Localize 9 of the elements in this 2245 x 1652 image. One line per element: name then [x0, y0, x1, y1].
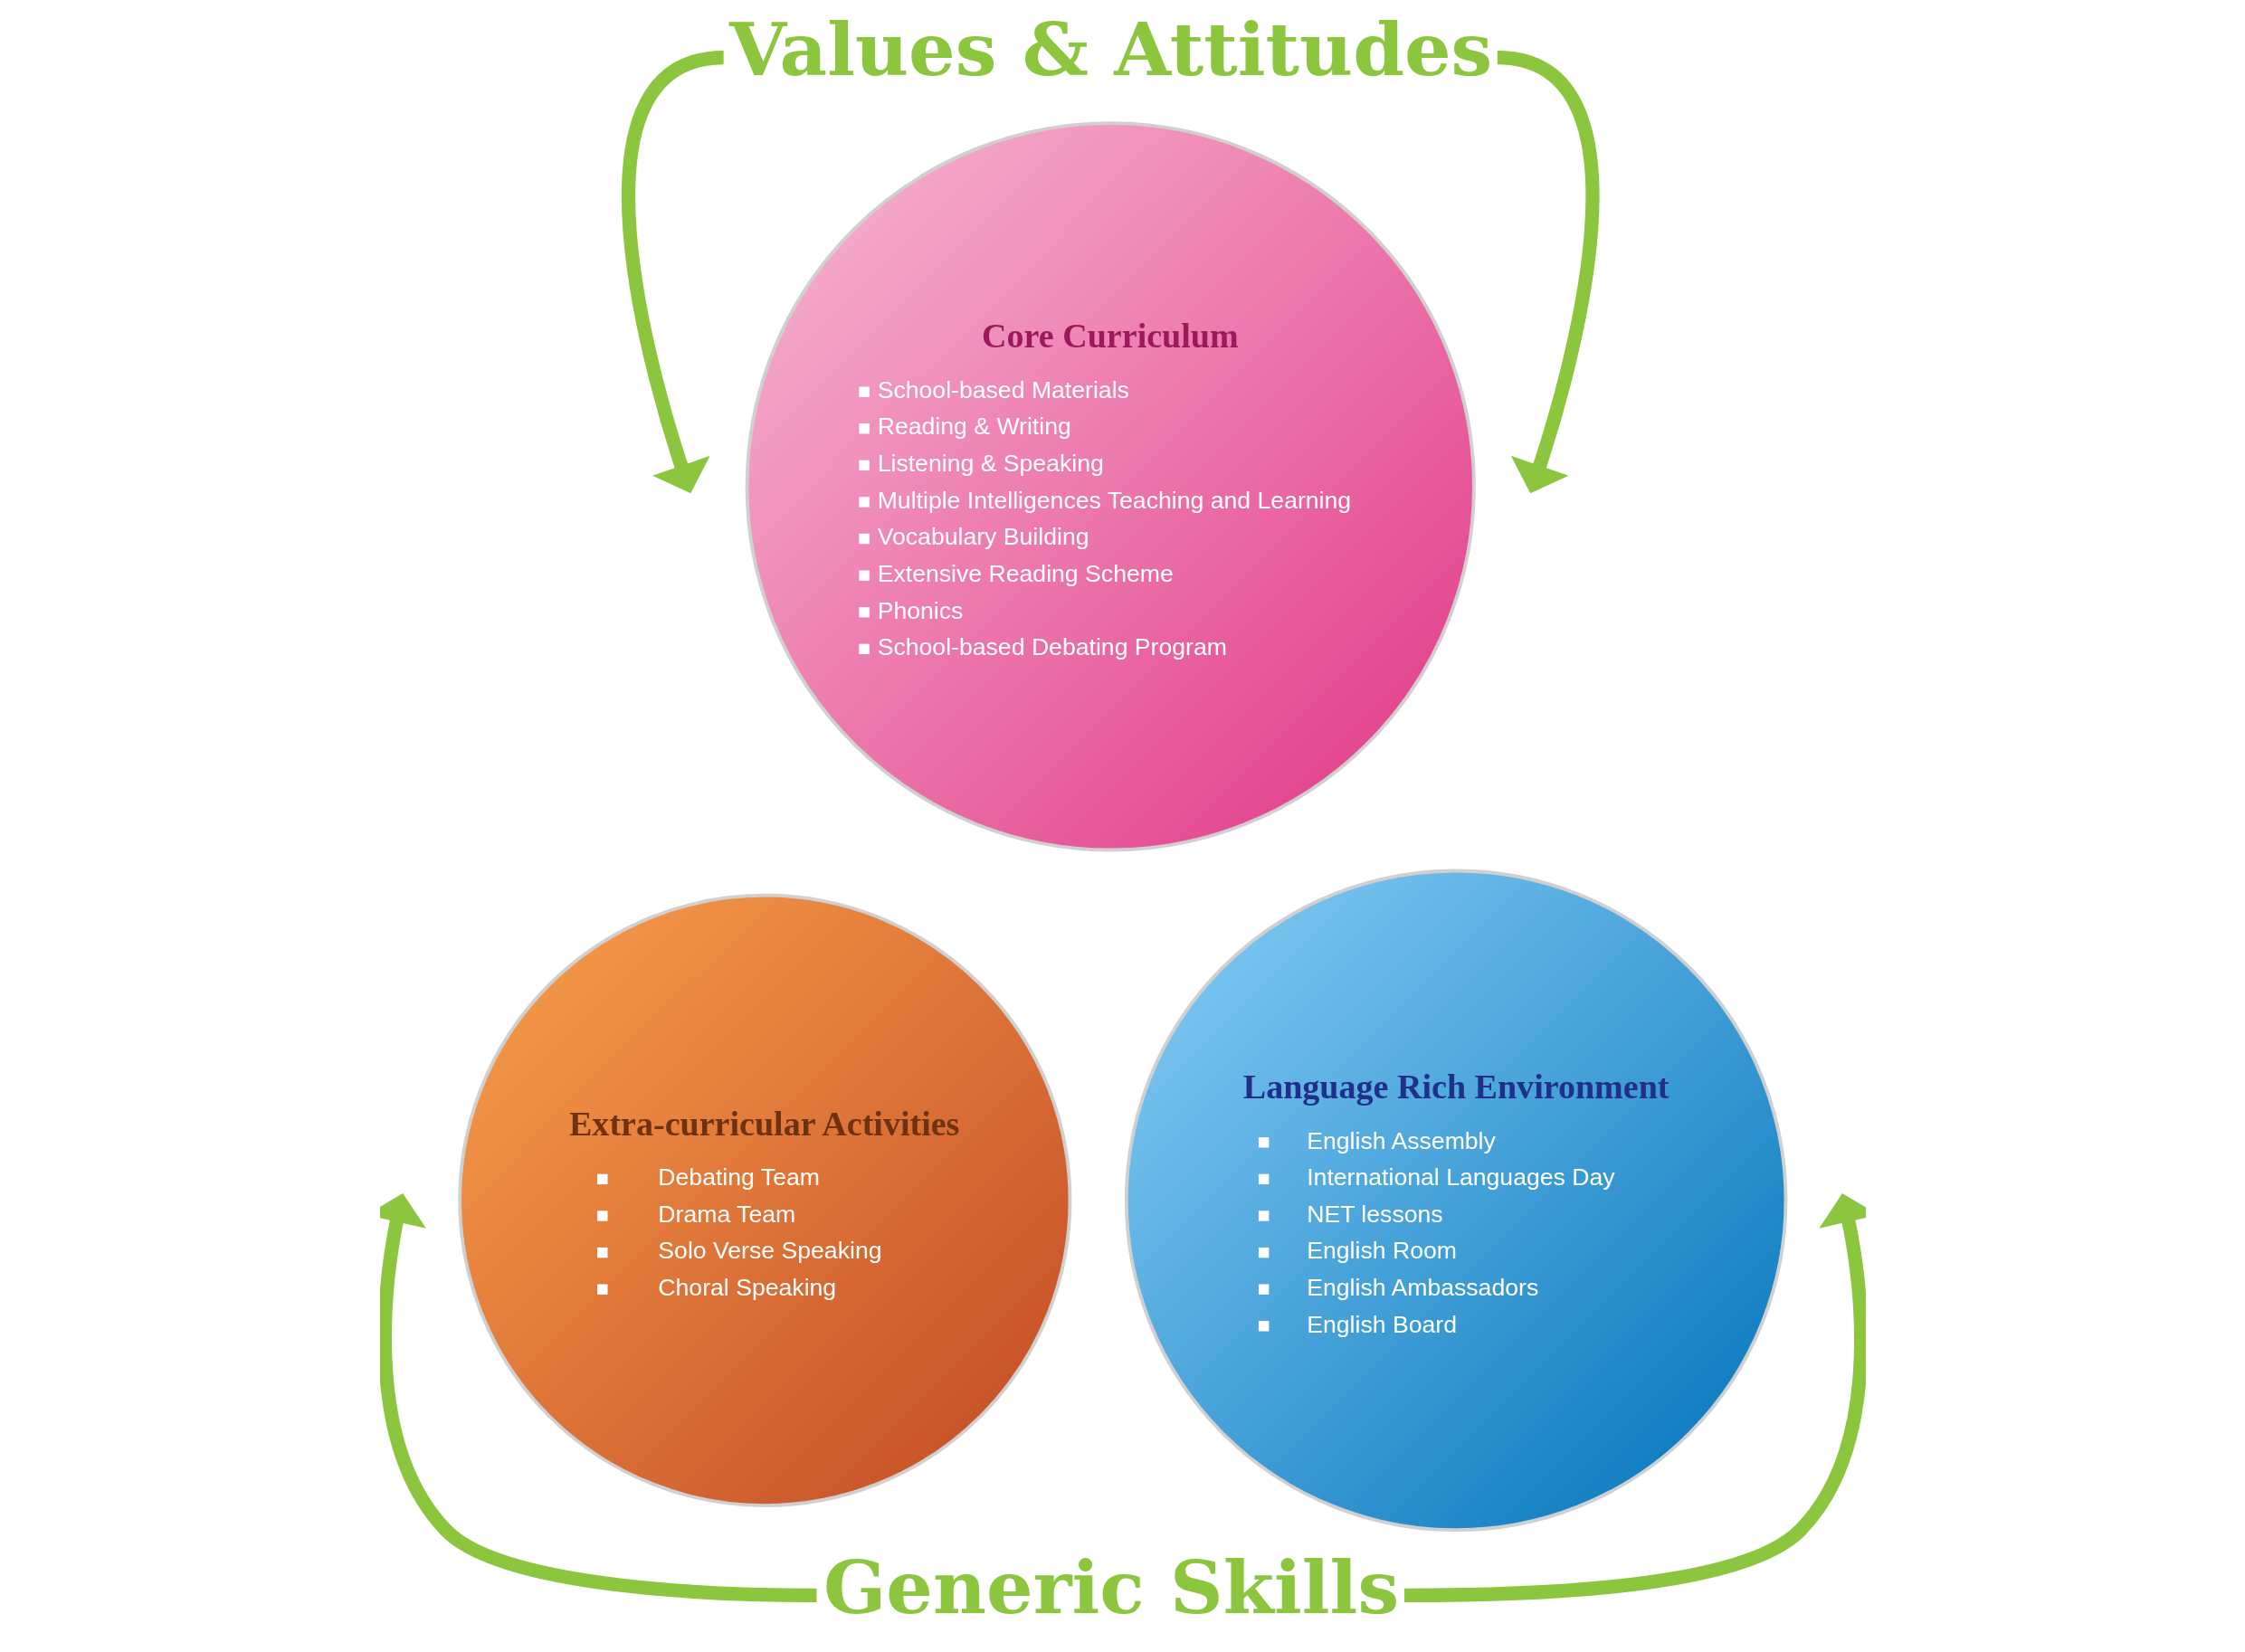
arrow — [621, 50, 725, 493]
arrow — [379, 1192, 816, 1602]
arrow — [1495, 50, 1599, 493]
node-circle: Extra-curricular Activities Debating Team Drama Team Solo Verse Speaking Choral Speaking — [457, 893, 1071, 1507]
node-text: Values & Attitudes — [728, 5, 1492, 92]
node-circle: Language Rich Environment English Assembly International Languages Day NET lessons English Room English Ambassadors English Board — [1124, 869, 1787, 1532]
node-circle: Core Curriculum School-based Materials Reading & Writing Listening & Speaking Multiple Intelligences Teaching and Learning Vocabulary Building Extensive Reading Scheme Phonics School-based Debating Program — [745, 120, 1476, 851]
arrow — [1403, 1192, 1866, 1602]
node-text: Generic Skills — [823, 1543, 1399, 1630]
